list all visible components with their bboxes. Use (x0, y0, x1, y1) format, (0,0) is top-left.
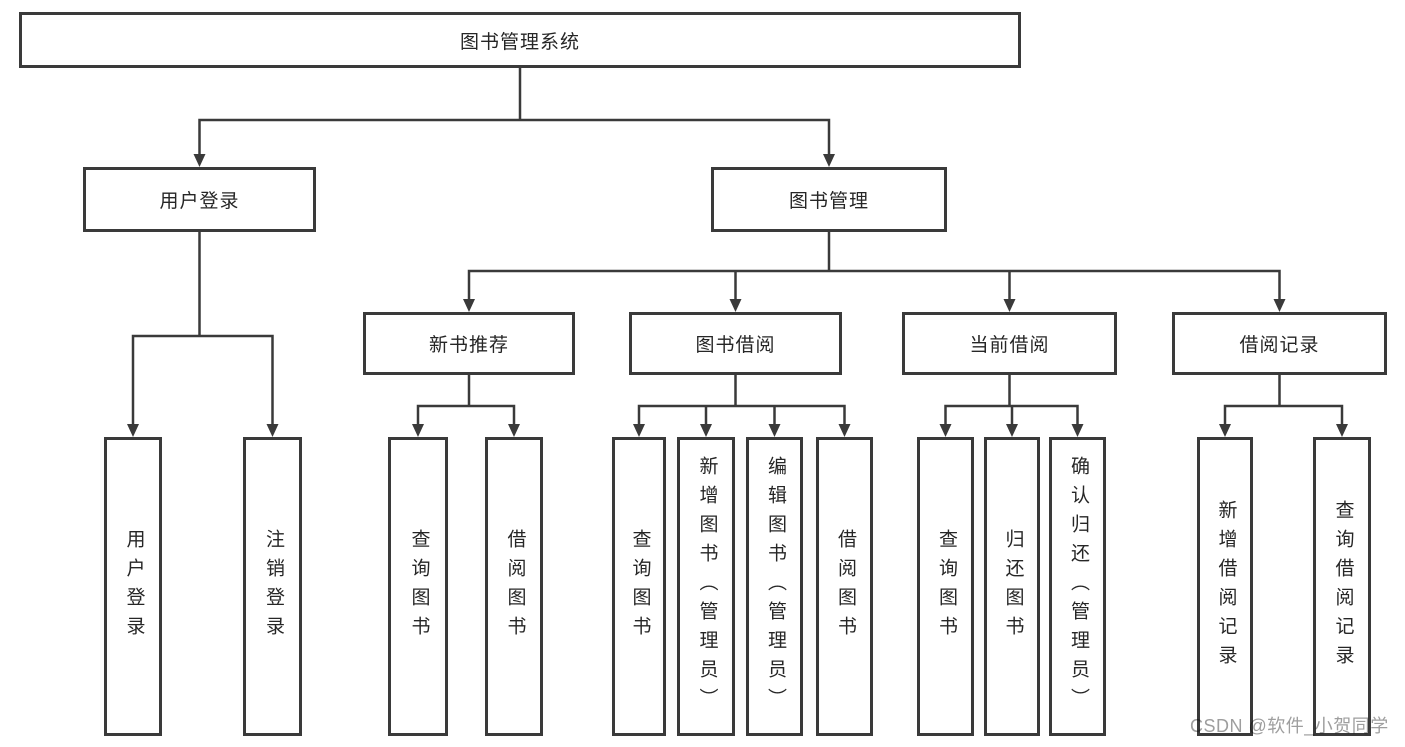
diagram-node-user-login: 用户登录 (104, 437, 162, 736)
watermark: CSDN @软件_小贺同学 (1190, 716, 1389, 736)
diagram-node-library-system: 图书管理系统 (19, 12, 1021, 68)
diagram-node-new-book-recommend: 新书推荐 (363, 312, 575, 375)
diagram-node-query-books-3: 查询图书 (917, 437, 974, 736)
diagram-node-query-books-2: 查询图书 (612, 437, 666, 736)
diagram-node-return-books: 归还图书 (984, 437, 1040, 736)
diagram-node-borrowing-records: 借阅记录 (1172, 312, 1387, 375)
diagram-node-user-login-module: 用户登录 (83, 167, 316, 232)
diagram-node-borrow-books-1: 借阅图书 (485, 437, 543, 736)
diagram-node-logout: 注销登录 (243, 437, 302, 736)
diagram-node-borrow-books-2: 借阅图书 (816, 437, 873, 736)
diagram-node-add-books-admin: 新增图书（管理员） (677, 437, 735, 736)
diagram-node-edit-books-admin: 编辑图书（管理员） (746, 437, 803, 736)
diagram-node-query-books-1: 查询图书 (388, 437, 448, 736)
diagram-node-confirm-return-admin: 确认归还（管理员） (1049, 437, 1106, 736)
diagram-node-add-borrow-record: 新增借阅记录 (1197, 437, 1253, 736)
diagram-node-current-borrowing: 当前借阅 (902, 312, 1117, 375)
diagram-node-book-management: 图书管理 (711, 167, 947, 232)
diagram-node-book-borrowing: 图书借阅 (629, 312, 842, 375)
diagram-node-query-borrow-record: 查询借阅记录 (1313, 437, 1371, 736)
